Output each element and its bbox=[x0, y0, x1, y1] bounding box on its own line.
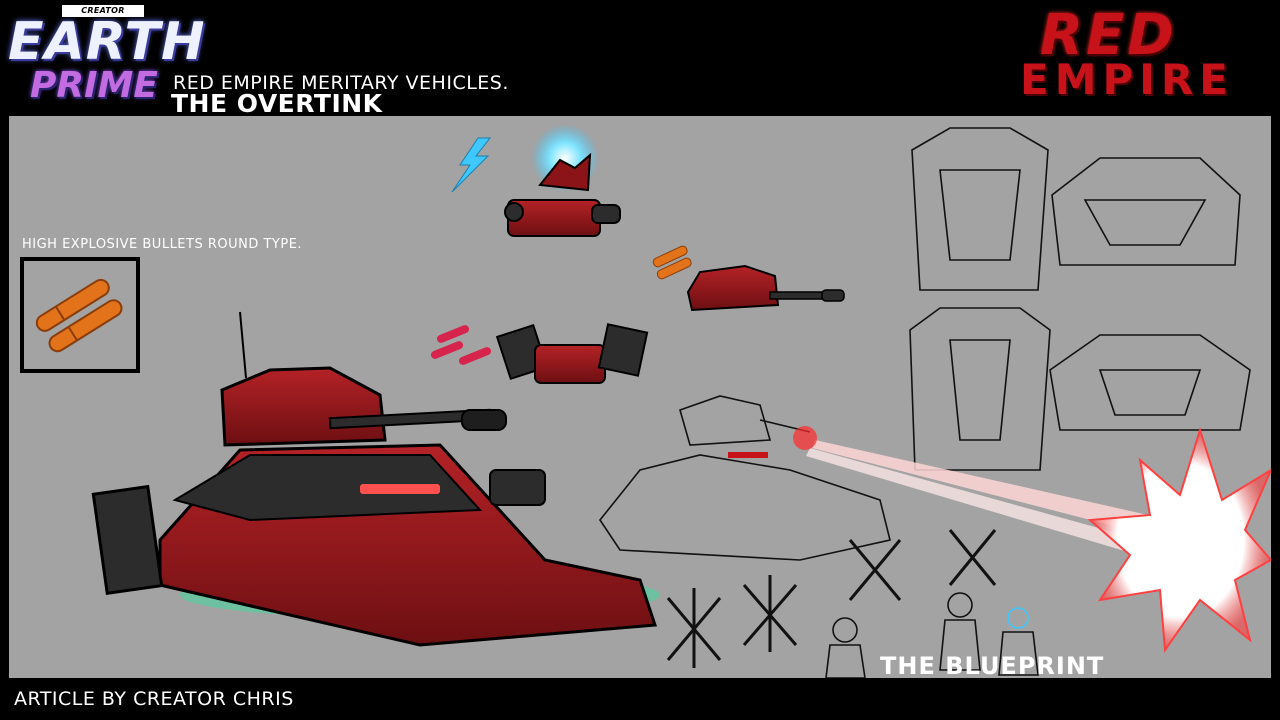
earth-logo: EARTH bbox=[8, 12, 206, 72]
obstacles bbox=[666, 529, 997, 668]
laser-beams bbox=[793, 426, 1170, 560]
red-empire-logo-empire: EMPIRE bbox=[1020, 55, 1234, 104]
energy-tank bbox=[504, 124, 621, 237]
blueprint-label: THE BLUEPRINT bbox=[880, 652, 1105, 680]
blueprint-views bbox=[909, 127, 1251, 471]
red-empire-logo-red: RED bbox=[1040, 3, 1177, 68]
sketch-tank bbox=[599, 395, 891, 561]
missile-icon bbox=[430, 325, 492, 365]
prime-logo: PRIME bbox=[30, 65, 158, 106]
artwork-canvas bbox=[91, 124, 1271, 678]
lightning-icon bbox=[451, 137, 492, 193]
shell-icon bbox=[652, 245, 692, 280]
ammo-caption: HIGH EXPLOSIVE BULLETS ROUND TYPE. bbox=[22, 237, 303, 252]
missile-launcher bbox=[495, 323, 649, 384]
ammo-frame bbox=[20, 257, 140, 373]
page-title: THE OVERTINK bbox=[171, 89, 383, 118]
explosion-icon bbox=[1087, 426, 1271, 653]
soldiers bbox=[825, 592, 1039, 678]
artwork-panel bbox=[9, 116, 1271, 678]
studio-tag: CREATOR STUDIOS bbox=[62, 5, 144, 27]
page-subtitle: RED EMPIRE MERITARY VEHICLES. bbox=[173, 72, 509, 94]
shell-icon bbox=[35, 278, 123, 353]
article-credit: ARTICLE BY CREATOR CHRIS bbox=[14, 688, 294, 710]
overtink-main-tank bbox=[91, 311, 660, 647]
small-tank bbox=[686, 264, 845, 312]
